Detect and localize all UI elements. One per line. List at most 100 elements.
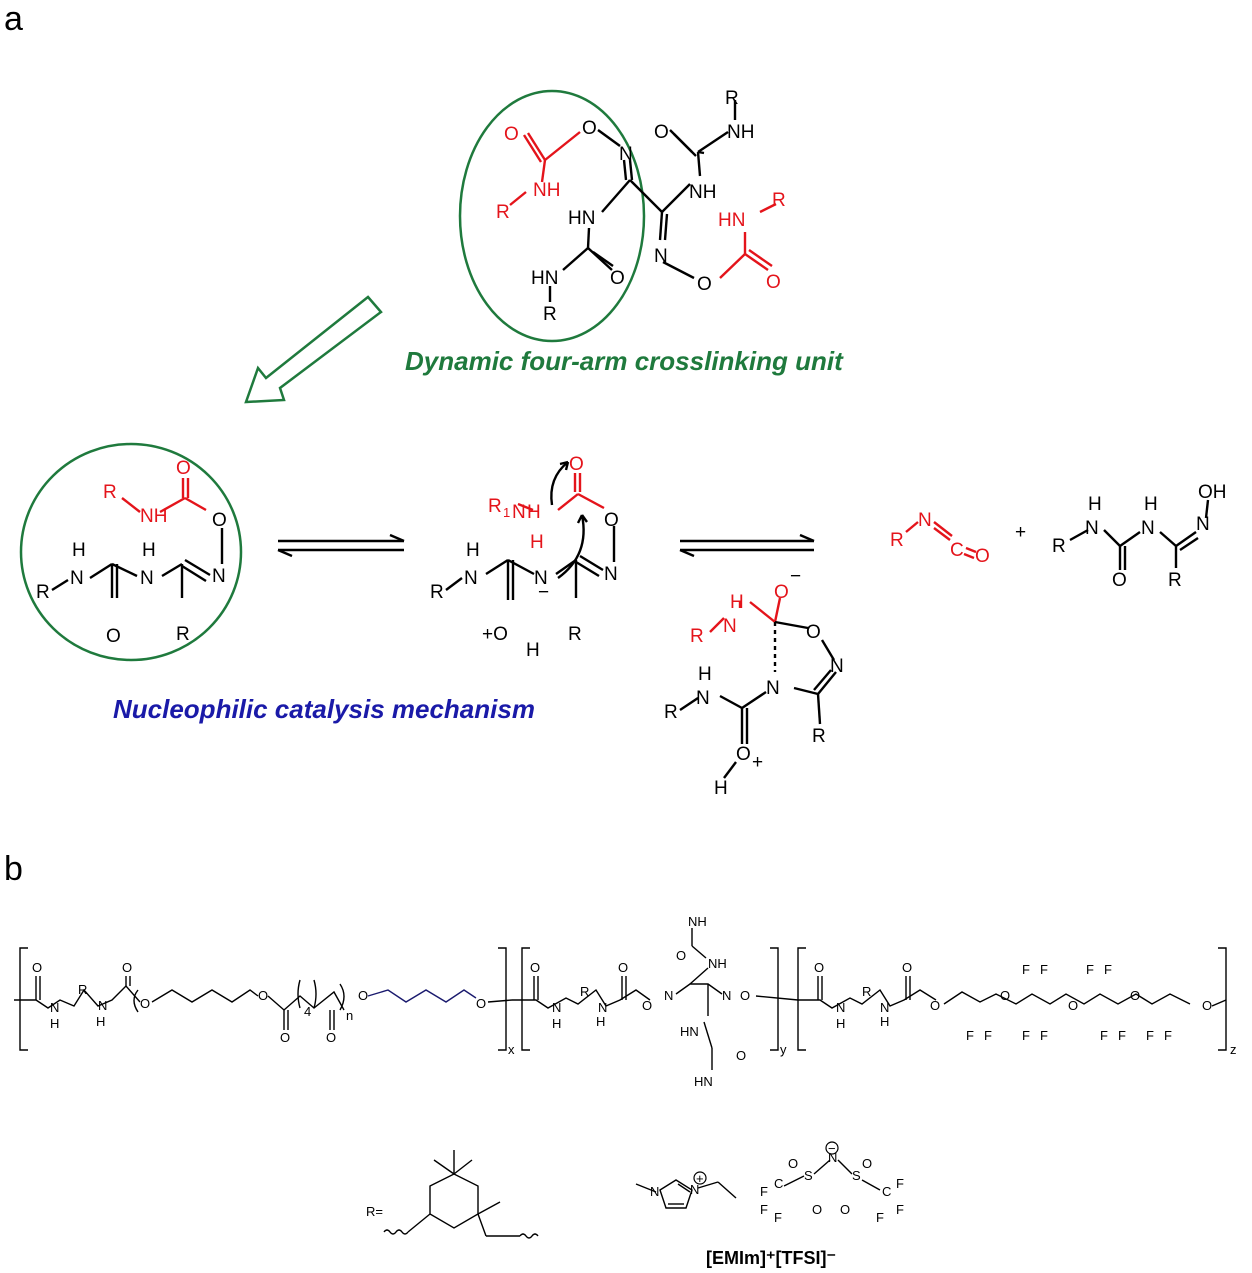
svg-text:H: H (698, 664, 712, 685)
svg-text:n: n (346, 1008, 353, 1023)
svg-text:HN: HN (680, 1024, 699, 1039)
svg-text:O: O (642, 998, 652, 1013)
svg-text:OH: OH (1198, 482, 1227, 503)
svg-text:O: O (122, 960, 132, 975)
svg-text:H: H (552, 1016, 561, 1031)
svg-text:O: O (902, 960, 912, 975)
intermediate-structure: O R 1 N H H O N N − H N R +O H R (430, 454, 619, 661)
svg-text:F: F (760, 1202, 768, 1217)
svg-text:O: O (212, 510, 227, 531)
svg-text:O: O (176, 458, 191, 479)
svg-text:R: R (496, 202, 510, 223)
svg-text:H: H (526, 640, 540, 661)
svg-text:R: R (772, 190, 786, 211)
svg-text:O: O (862, 1156, 872, 1171)
svg-text:F: F (984, 1028, 992, 1043)
svg-text:R: R (543, 304, 557, 325)
svg-text:O: O (736, 1048, 746, 1063)
svg-text:N: N (212, 566, 226, 587)
svg-text:HN: HN (568, 208, 595, 229)
svg-text:C: C (774, 1176, 783, 1191)
svg-text:R: R (36, 582, 50, 603)
equilibrium-arrow-1 (277, 533, 405, 558)
svg-text:O: O (1112, 570, 1127, 591)
svg-text:NH: NH (688, 914, 707, 929)
svg-text:H: H (836, 1016, 845, 1031)
svg-text:N: N (604, 564, 618, 585)
svg-text:C: C (950, 540, 964, 561)
svg-text:R: R (862, 984, 871, 999)
svg-text:F: F (1104, 962, 1112, 977)
equilibrium-arrow-2 (679, 533, 815, 558)
svg-text:R: R (488, 496, 502, 517)
svg-text:H: H (1088, 494, 1102, 515)
svg-text:O: O (504, 124, 519, 145)
svg-text:HN: HN (694, 1074, 713, 1089)
ionic-liquid-structure: N N + F C F F S O O N − S O O C F F F [E… (635, 1141, 904, 1268)
svg-text:S: S (804, 1168, 813, 1183)
four-arm-crosslinking-structure: O O N NH R HN O HN R R NH O NH N O HN R … (458, 88, 786, 343)
svg-text:N: N (619, 144, 633, 165)
svg-text:N: N (598, 1000, 607, 1015)
svg-text:R: R (78, 982, 87, 997)
svg-text:O: O (814, 960, 824, 975)
svg-text:O: O (697, 274, 712, 295)
svg-text:F: F (896, 1202, 904, 1217)
svg-text:F: F (1118, 1028, 1126, 1043)
svg-text:N: N (828, 1150, 837, 1165)
svg-text:O: O (604, 510, 619, 531)
caption-mechanism: Nucleophilic catalysis mechanism (113, 694, 535, 724)
svg-text:R: R (664, 702, 678, 723)
svg-text:C: C (882, 1184, 891, 1199)
svg-text:−: − (790, 566, 801, 587)
svg-text:F: F (876, 1210, 884, 1225)
svg-text:H: H (96, 1014, 105, 1029)
svg-text:−: − (828, 1141, 836, 1156)
svg-text:H: H (730, 592, 744, 613)
svg-text:O: O (358, 988, 368, 1003)
svg-text:O: O (840, 1202, 850, 1217)
svg-text:y: y (780, 1042, 787, 1057)
svg-text:O: O (280, 1030, 290, 1045)
svg-text:O: O (975, 546, 990, 567)
polymer-backbone-structure: x y z O N H R N H O O O O O 4 (14, 914, 1237, 1089)
svg-text:H: H (530, 532, 544, 553)
highlight-ellipse-top (458, 89, 646, 343)
svg-text:H: H (714, 778, 728, 799)
plus-sign: + (1015, 522, 1026, 543)
svg-text:O: O (1202, 998, 1212, 1013)
svg-text:R: R (1052, 536, 1066, 557)
svg-text:N: N (534, 568, 548, 589)
svg-text:R: R (103, 482, 117, 503)
svg-text:F: F (774, 1210, 782, 1225)
svg-text:N: N (836, 1000, 845, 1015)
svg-text:NH: NH (140, 506, 167, 527)
svg-text:N: N (696, 688, 710, 709)
ionic-liquid-label: [EMIm]⁺[TFSI]⁻ (706, 1248, 836, 1268)
isocyanate-product: R N C O (890, 510, 990, 567)
svg-text:x: x (508, 1042, 515, 1057)
svg-text:O: O (476, 996, 486, 1011)
svg-text:F: F (1040, 1028, 1048, 1043)
svg-text:H: H (1144, 494, 1158, 515)
svg-text:N: N (552, 1000, 561, 1015)
svg-text:O: O (1000, 988, 1010, 1003)
svg-text:N: N (830, 656, 844, 677)
svg-text:N: N (140, 568, 154, 589)
svg-text:R: R (568, 624, 582, 645)
svg-text:R: R (430, 582, 444, 603)
svg-text:N: N (512, 502, 526, 523)
svg-text:N: N (1085, 518, 1099, 539)
svg-text:F: F (966, 1028, 974, 1043)
svg-text:O: O (766, 272, 781, 293)
amidoxime-product: R H N O H N R N OH (1052, 482, 1227, 591)
svg-text:H: H (880, 1014, 889, 1029)
svg-text:N: N (70, 568, 84, 589)
svg-text:z: z (1230, 1042, 1237, 1057)
svg-text:F: F (1022, 962, 1030, 977)
panel-label-b: b (4, 850, 23, 888)
svg-text:F: F (896, 1176, 904, 1191)
svg-text:O: O (258, 988, 268, 1003)
svg-text:N: N (766, 678, 780, 699)
svg-text:NH: NH (727, 122, 754, 143)
